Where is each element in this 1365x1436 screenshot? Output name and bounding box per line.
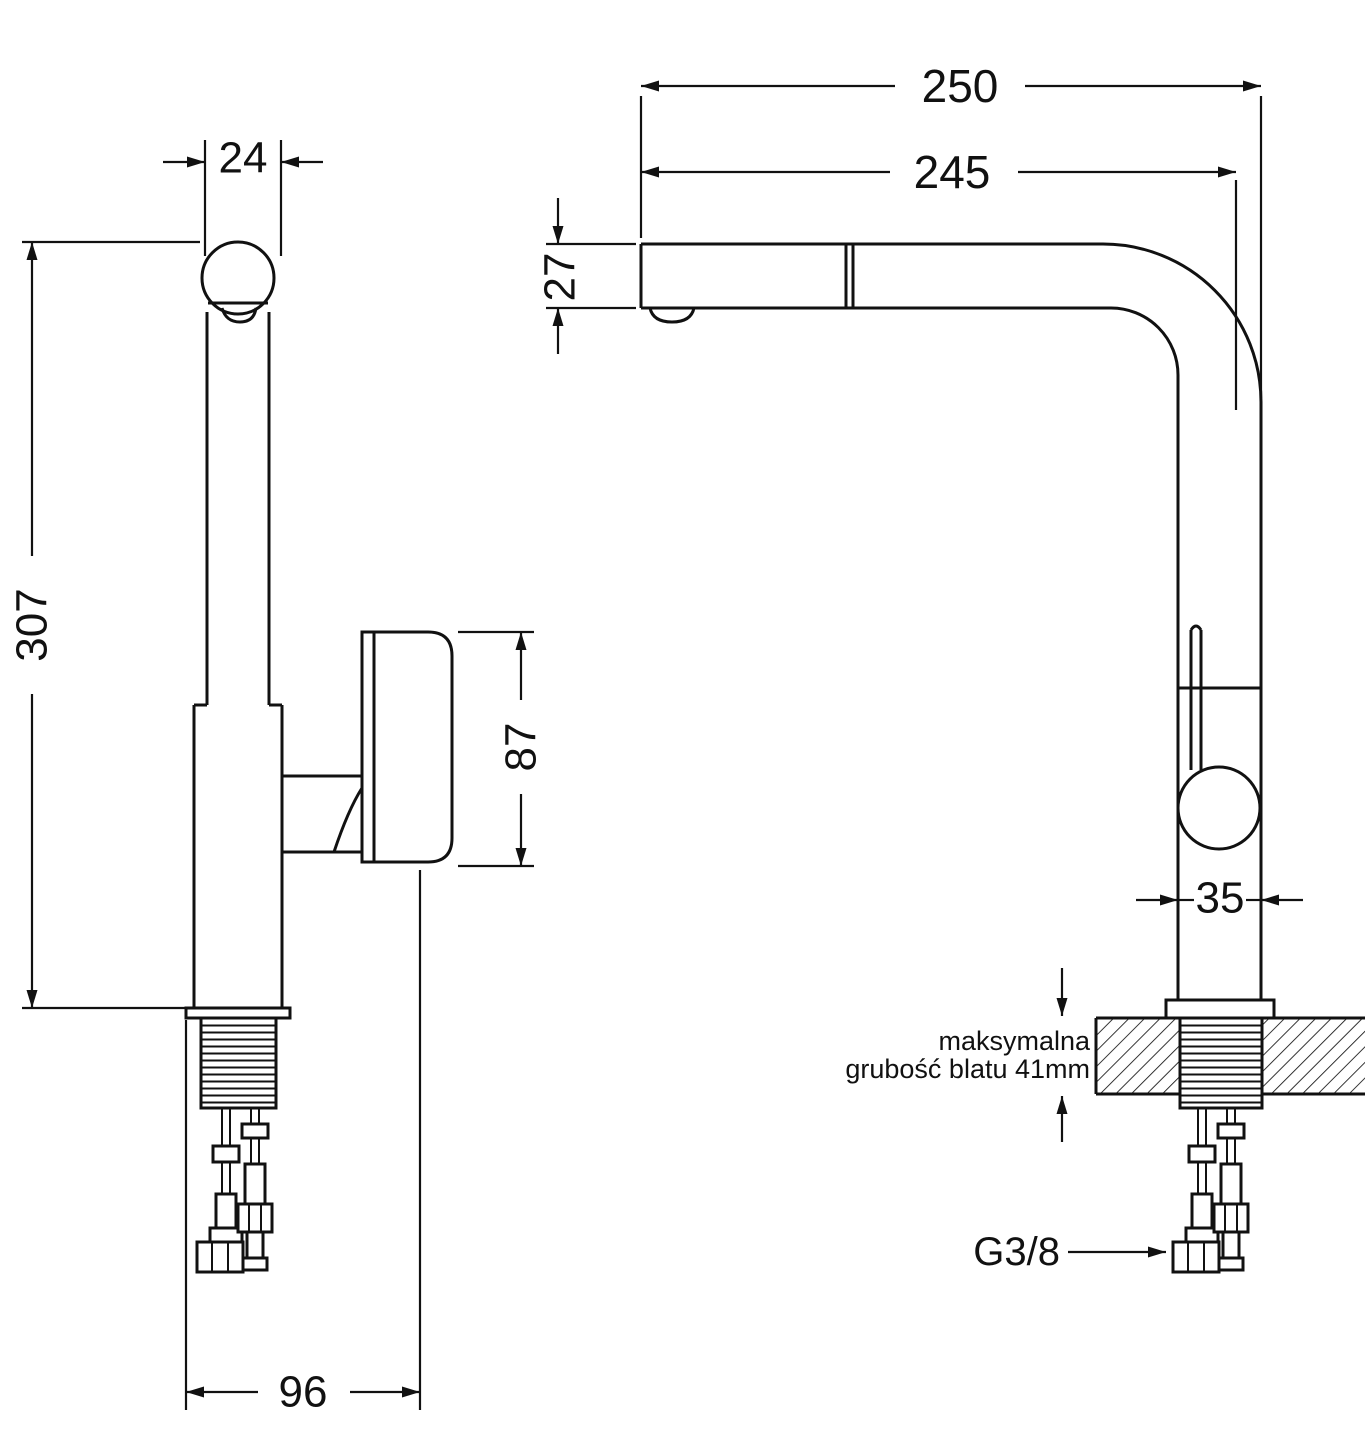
- countertop-note: maksymalna grubość blatu 41mm: [845, 968, 1091, 1142]
- dim-250-label: 250: [922, 60, 999, 112]
- countertop-note-line1: maksymalna: [938, 1026, 1091, 1056]
- dim-87-label: 87: [497, 723, 546, 772]
- thread-size-label: G3/8: [973, 1230, 1060, 1274]
- front-view-outline: [639, 242, 1276, 1020]
- countertop-note-line2: grubość blatu 41mm: [845, 1054, 1090, 1084]
- dim-base-depth: 96: [184, 870, 422, 1417]
- dim-96-label: 96: [279, 1368, 328, 1417]
- dim-24-label: 24: [219, 134, 268, 183]
- dim-body-depth: 87: [458, 630, 546, 868]
- countertop: [1094, 1016, 1365, 1110]
- dim-total-height: 307: [8, 240, 200, 1010]
- dim-245-label: 245: [914, 146, 991, 198]
- side-view: 24 307 87 96: [8, 134, 546, 1417]
- front-mounting-hardware: [1171, 1108, 1250, 1274]
- dim-27-label: 27: [536, 253, 585, 302]
- dim-35-label: 35: [1196, 874, 1245, 923]
- dim-reach-spout: 245: [641, 146, 1238, 410]
- dim-body-width: 35: [1136, 874, 1303, 923]
- side-mounting-hardware: [195, 1108, 274, 1274]
- thread-label: G3/8: [973, 1230, 1166, 1274]
- dim-307-label: 307: [8, 588, 57, 661]
- dim-reach-total: 250: [639, 60, 1263, 398]
- front-view: 250 245 27 35 maksyma: [536, 60, 1365, 1274]
- dim-spout-height: 27: [536, 198, 636, 354]
- dim-pipe-width: 24: [163, 134, 323, 256]
- side-view-outline: [184, 240, 454, 1110]
